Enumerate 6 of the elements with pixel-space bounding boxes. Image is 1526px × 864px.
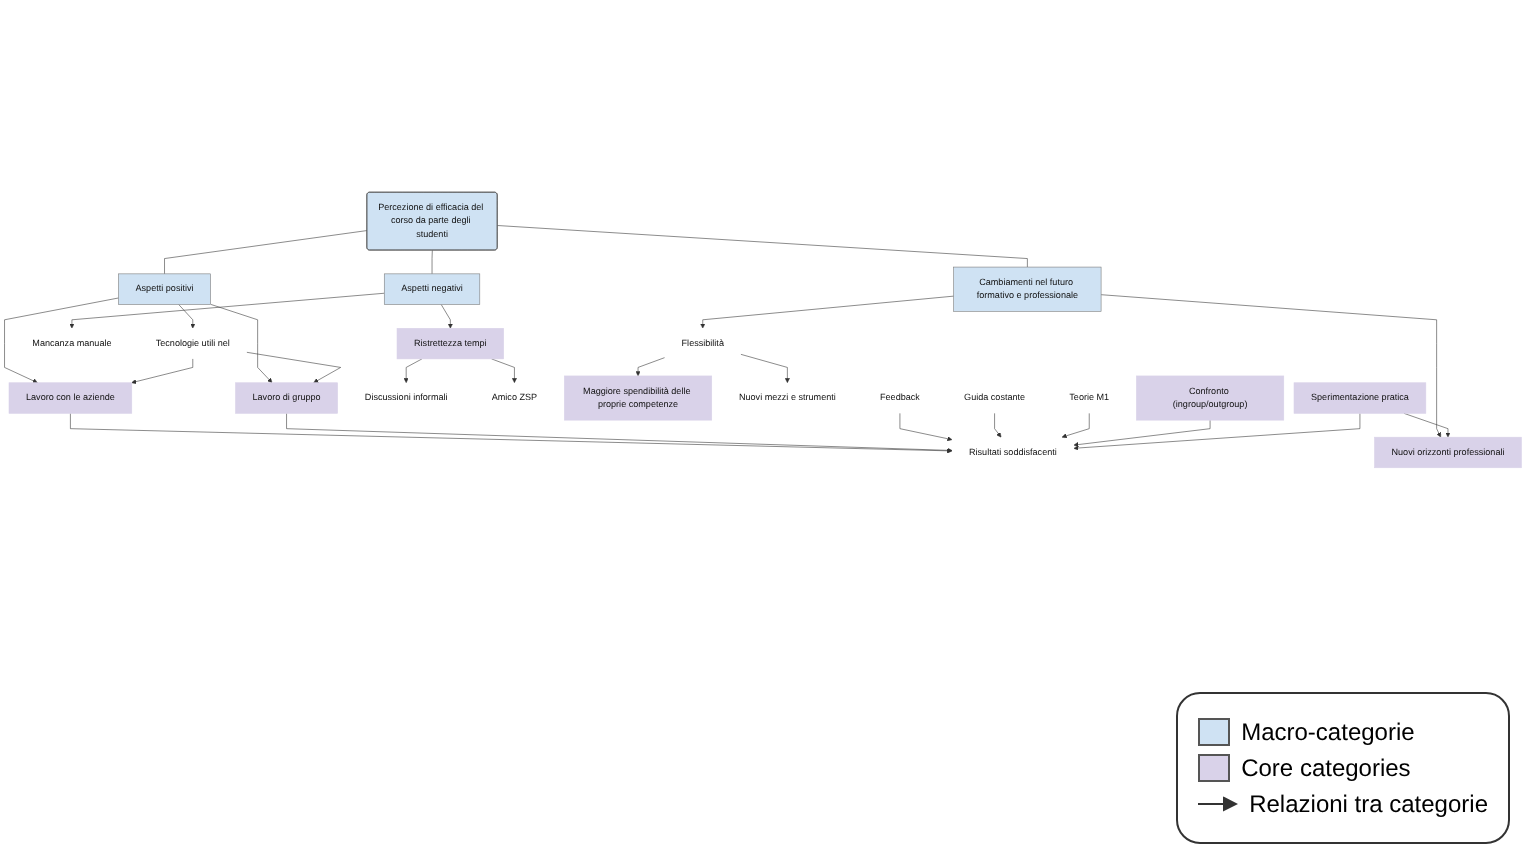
- connector: [431, 250, 433, 275]
- legend-label: Macro-categorie: [1241, 718, 1415, 746]
- legend-label: Relazioni tra categorie: [1249, 790, 1488, 818]
- legend-label: Core categories: [1241, 754, 1411, 782]
- connector: [164, 230, 368, 275]
- connector: [497, 225, 1028, 268]
